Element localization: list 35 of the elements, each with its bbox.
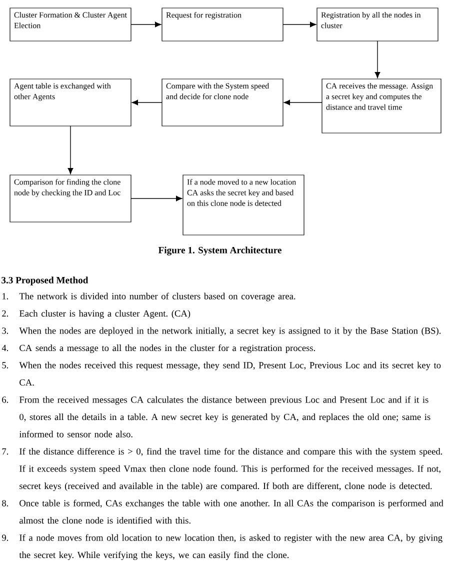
list-item: When the nodes received this request message, they send ID, Present Loc, Previous Loc and its secret key to CA. — [19, 362, 441, 386]
figure-caption: Figure 1. System Architecture — [158, 246, 282, 256]
list-item: From the received messages CA calculates the distance between previous Loc and Present Loc and if it is 0, stores all the details in a table. A new secret key is generated by CA, and replaces the old one; same is informed to sensor node also. — [19, 396, 430, 438]
list-item: CA sends a message to all the nodes in the cluster for a registration process. — [20, 344, 315, 353]
process-box: Registration by all the nodes in cluster — [316, 8, 438, 42]
list-item: Once table is formed, CAs exchanges the table with one another. In all CAs the comparison is performed and almost the clone node is identified with this. — [20, 500, 444, 524]
list-item: If a node moves from old location to new location then, is asked to register with the new area CA, by giving the secret key. While verifying the keys, we can easily find the clone. — [19, 534, 442, 560]
item-number: 4. — [2, 344, 8, 352]
arrow — [130, 22, 162, 28]
list-item: The network is divided into number of clusters based on coverage area. — [19, 292, 296, 302]
item-number: 8. — [2, 500, 8, 506]
arrow — [282, 22, 316, 28]
process-box: Cluster Formation & Cluster Agent Election — [10, 8, 132, 42]
item-number: 1. — [2, 293, 8, 300]
item-number: 5. — [2, 362, 8, 368]
arrow — [130, 196, 182, 202]
process-box: CA receives the message. Assign a secret key and computes the distance and travel time — [322, 78, 442, 134]
item-number: 6. — [2, 396, 8, 403]
process-box: Compare with the System speed and decide for clone node — [162, 78, 284, 126]
item-number: 2. — [2, 310, 8, 317]
arrow — [132, 100, 162, 106]
list-item: If the distance difference is > 0, find the travel time for the distance and compare this with the system speed. If it exceeds system speed Vmax then clone node found. This is performed for the received messages. If not, secret keys (received and available in the table) are compared. If both are different, clone node is detected. — [20, 448, 442, 491]
item-number: 7. — [2, 448, 8, 455]
item-number: 9. — [2, 534, 8, 541]
list-item: Each cluster is having a cluster Agent. (CA) — [19, 310, 190, 318]
arrow — [68, 126, 74, 174]
process-box: Agent table is exchanged with other Agents — [10, 78, 132, 126]
process-box: If a node moved to a new location CA asks the secret key and based on this clone node is detected — [182, 174, 304, 236]
arrow — [374, 40, 380, 78]
list-item: When the nodes are deployed in the network initially, a secret key is assigned to it by the Base Station (BS). — [19, 327, 441, 336]
process-box: Request for registration — [162, 8, 284, 42]
arrow — [284, 100, 322, 106]
item-number: 3. — [2, 328, 8, 334]
section-heading: 3.3 Proposed Method — [2, 276, 88, 286]
process-box: Comparison for finding the clone node by checking the ID and Loc — [10, 174, 132, 222]
